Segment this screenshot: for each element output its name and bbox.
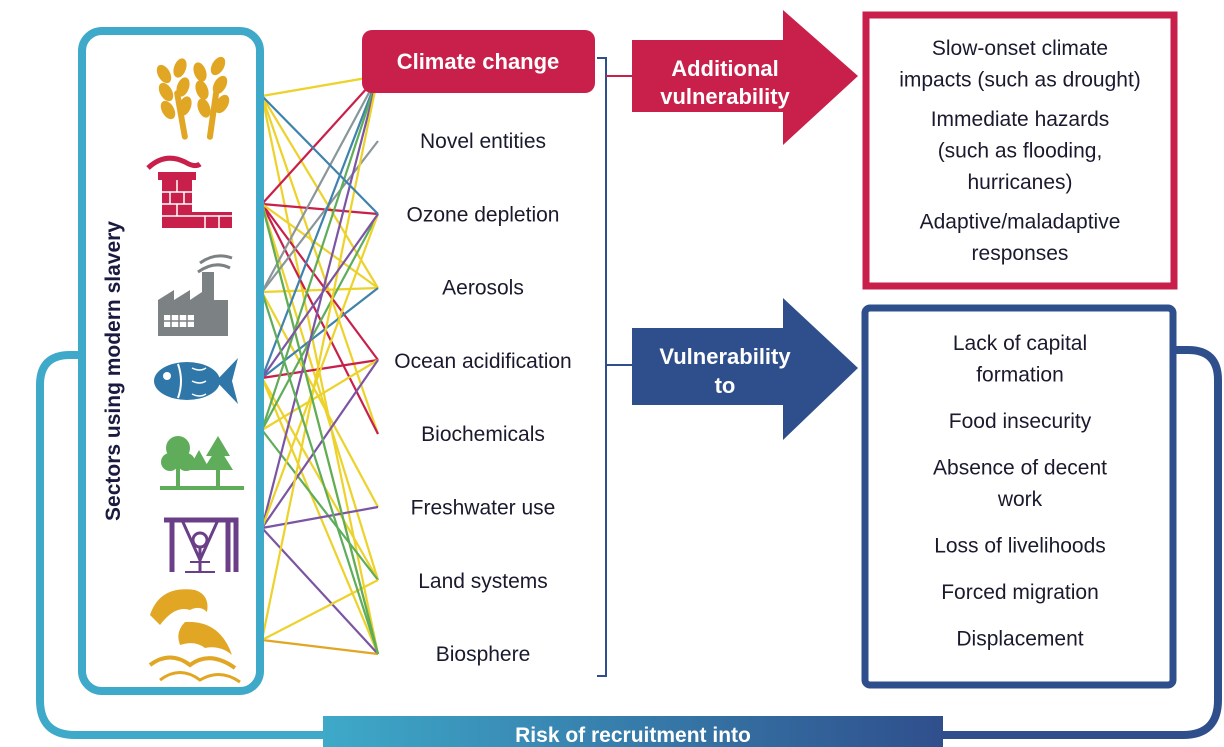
feedback-loop-right [940, 346, 1222, 739]
connection-line [260, 75, 380, 529]
boundary-item: Ozone depletion [407, 203, 560, 226]
climate-change-box [362, 30, 595, 93]
fish-icon [154, 358, 238, 404]
boundary-item: Freshwater use [411, 497, 556, 520]
list-item-line: Adaptive/maladaptive [920, 211, 1121, 234]
connection-line [261, 505, 379, 530]
connection-line [261, 74, 379, 98]
list-item-line: Immediate hazards [931, 108, 1110, 131]
connection-lines [260, 74, 380, 656]
additional-vulnerability-arrow [632, 10, 858, 145]
additional-vulnerability-label-2: vulnerability [660, 84, 790, 109]
trees-icon [160, 436, 244, 490]
sectors-label: Sectors using modern slavery [102, 221, 125, 521]
list-item-line: Loss of livelihoods [934, 535, 1106, 558]
boundary-item: Land systems [418, 570, 548, 593]
list-item-line: hurricanes) [967, 171, 1072, 194]
list-item-line: Lack of capital [953, 332, 1087, 355]
connection-line [261, 579, 379, 641]
list-item-line: Food insecurity [949, 410, 1092, 433]
brick-kiln-icon [146, 155, 232, 228]
footer-banner [323, 716, 943, 747]
connection-line [261, 203, 379, 435]
vulnerability-to-label-2: to [715, 373, 736, 398]
connection-line [261, 202, 379, 216]
boundary-item: Ocean acidification [394, 350, 571, 373]
connection-line [261, 527, 379, 655]
bracket [597, 57, 607, 677]
vulnerability-to-label-1: Vulnerability [659, 344, 791, 369]
pangolin-icon [148, 589, 241, 684]
connection-line [261, 75, 379, 205]
list-item-line: work [997, 488, 1043, 511]
feedback-loop-left [36, 351, 330, 739]
connection-line [261, 287, 379, 379]
climate-change-label: Climate change [397, 49, 560, 74]
list-item-line: responses [972, 242, 1069, 265]
list-item-line: (such as flooding, [938, 140, 1103, 163]
list-item-line: Absence of decent [933, 457, 1107, 480]
boundary-item: Novel entities [420, 130, 546, 153]
connection-line [260, 213, 380, 529]
list-item-line: formation [976, 364, 1064, 387]
connection-line [261, 286, 379, 294]
connection-line [261, 75, 379, 293]
connection-line [261, 203, 379, 361]
connection-line [261, 377, 379, 581]
additional-vulnerability-label-1: Additional [671, 56, 779, 81]
factory-icon [158, 254, 233, 336]
connection-line [261, 95, 379, 215]
boundary-item: Biochemicals [421, 423, 545, 446]
vulnerability-to-arrow [632, 298, 858, 440]
list-item-line: impacts (such as drought) [899, 69, 1141, 92]
mine-shaft-icon [164, 517, 239, 573]
connection-line [260, 95, 380, 655]
connection-line [261, 213, 379, 431]
wheat-icon [156, 56, 230, 140]
list-item-line: Slow-onset climate [932, 37, 1108, 60]
additional-vulnerability-box [862, 11, 1178, 290]
boundary-item: Biosphere [436, 643, 531, 666]
vulnerability-to-box [861, 304, 1177, 689]
connection-line [260, 75, 380, 431]
additional-vulnerability-list: Slow-onset climate impacts (such as droug… [899, 37, 1141, 265]
connection-line [260, 377, 380, 655]
connection-line [261, 359, 379, 529]
connection-line [261, 359, 379, 431]
list-item-line: Displacement [956, 628, 1083, 651]
connection-line [260, 291, 380, 655]
boundary-item: Aerosols [442, 277, 524, 300]
connection-line [261, 638, 379, 656]
connection-line [260, 203, 380, 655]
list-item-line: Forced migration [941, 581, 1099, 604]
connection-line [261, 95, 379, 289]
connection-line [260, 95, 380, 435]
footer-label: Risk of recruitment into [515, 724, 751, 747]
connection-line [260, 75, 380, 379]
connection-line [261, 203, 379, 289]
connection-line [260, 75, 380, 641]
